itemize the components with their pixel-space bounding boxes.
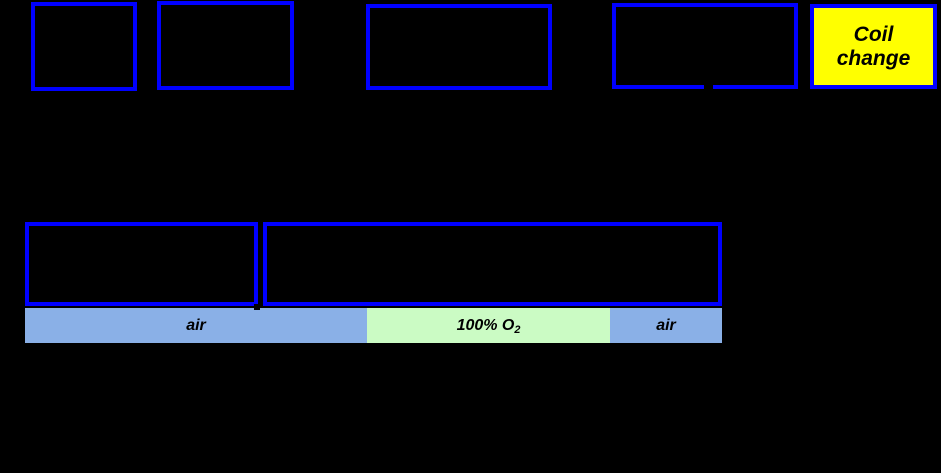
coil-change-box[interactable]: Coil change [810,4,937,89]
air-segment-2-label: air [656,316,676,334]
connector-tick-4 [254,304,260,310]
oxygen-segment-label: 100% O [456,316,515,334]
coil-change-label-line2: change [836,46,911,70]
oxygen-segment-subscript: 2 [514,323,521,336]
process-box-2[interactable] [157,1,294,90]
process-box-3[interactable] [366,4,552,90]
air-segment-1[interactable]: air [25,308,367,343]
air-segment-1-label: air [186,316,206,334]
connector-tick-1 [141,343,150,349]
process-box-1[interactable] [31,2,137,91]
process-box-4[interactable] [612,3,798,89]
air-segment-2[interactable]: air [610,308,722,343]
detail-box-left[interactable] [25,222,258,306]
connector-tick-3 [704,85,713,91]
detail-box-right[interactable] [263,222,722,306]
connector-tick-2 [486,343,495,349]
coil-change-label-line1: Coil [853,22,894,46]
